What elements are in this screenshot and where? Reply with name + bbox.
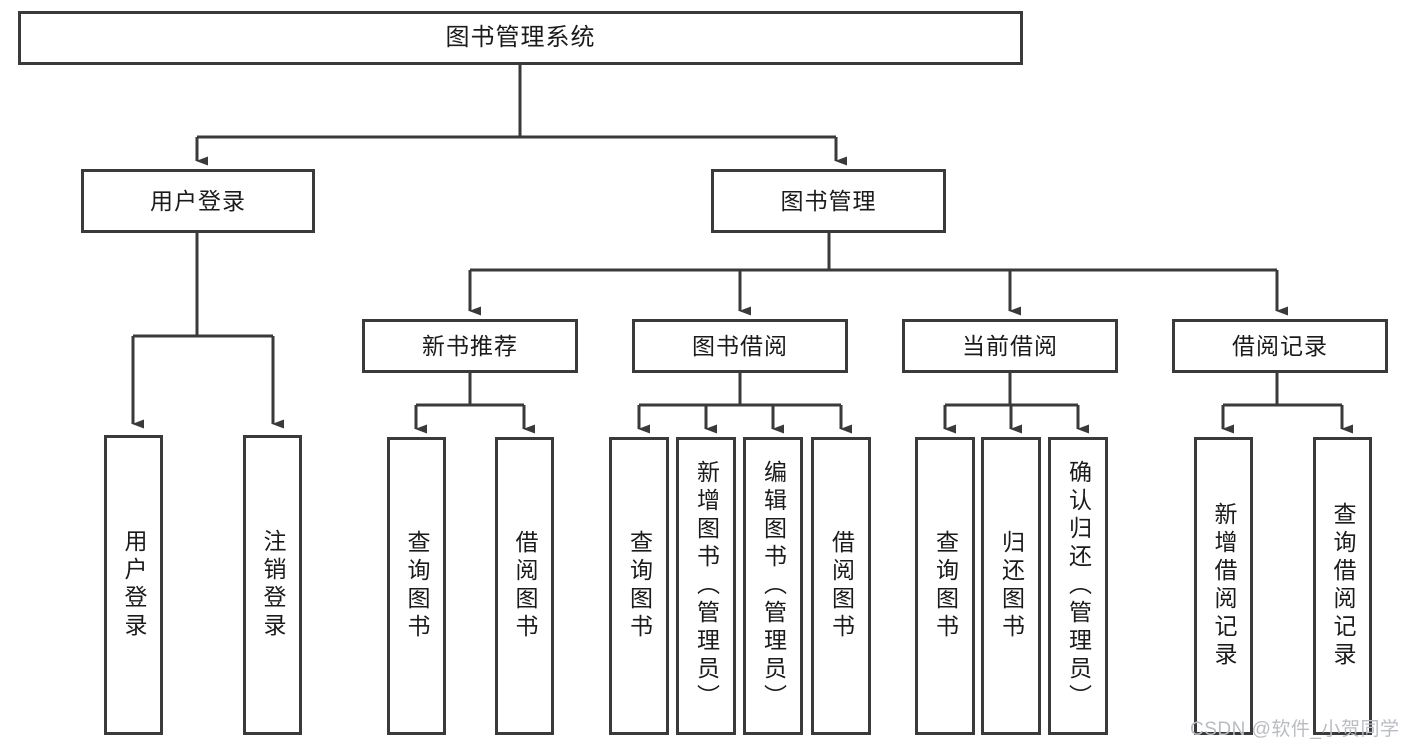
- node-label: 图书管理: [780, 187, 877, 214]
- node-label: 当前借阅: [962, 332, 1058, 359]
- node-label: 新书推荐: [422, 332, 518, 359]
- node-label: 借阅图书: [828, 530, 855, 642]
- node-current-borrow[interactable]: 当前借阅: [902, 319, 1118, 373]
- node-root-system[interactable]: 图书管理系统: [18, 11, 1023, 65]
- leaf-book-borrow-add-book-admin[interactable]: 新增图书（管理员）: [676, 437, 736, 735]
- node-new-book-recommend[interactable]: 新书推荐: [362, 319, 578, 373]
- node-label: 用户登录: [121, 529, 147, 641]
- node-label: 图书管理系统: [445, 24, 596, 52]
- node-label: 借阅图书: [512, 530, 538, 642]
- node-book-management[interactable]: 图书管理: [711, 169, 946, 233]
- node-book-borrow[interactable]: 图书借阅: [632, 319, 848, 373]
- node-label: 新增借阅记录: [1211, 502, 1237, 670]
- leaf-user-login-logout[interactable]: 注销登录: [243, 435, 302, 735]
- node-user-login[interactable]: 用户登录: [81, 169, 315, 233]
- node-label: 新增图书（管理员）: [693, 460, 720, 712]
- node-label: 注销登录: [260, 529, 286, 641]
- leaf-book-borrow-edit-book-admin[interactable]: 编辑图书（管理员）: [743, 437, 803, 735]
- leaf-user-login-login[interactable]: 用户登录: [104, 435, 163, 735]
- leaf-current-borrow-confirm-return-admin[interactable]: 确认归还（管理员）: [1048, 437, 1108, 735]
- leaf-borrow-record-query-record[interactable]: 查询借阅记录: [1313, 437, 1372, 735]
- node-label: 图书借阅: [692, 332, 788, 359]
- node-borrow-record[interactable]: 借阅记录: [1172, 319, 1388, 373]
- leaf-current-borrow-return-book[interactable]: 归还图书: [981, 437, 1041, 735]
- node-label: 查询图书: [404, 530, 430, 642]
- leaf-new-books-query-book[interactable]: 查询图书: [387, 437, 446, 735]
- leaf-current-borrow-query-book[interactable]: 查询图书: [915, 437, 975, 735]
- leaf-borrow-record-add-record[interactable]: 新增借阅记录: [1194, 437, 1253, 735]
- leaf-book-borrow-query-book[interactable]: 查询图书: [609, 437, 669, 735]
- node-label: 用户登录: [150, 187, 246, 214]
- watermark-text: CSDN @软件_小贺同学: [1190, 719, 1400, 740]
- node-label: 归还图书: [998, 530, 1025, 642]
- node-label: 查询图书: [626, 530, 653, 642]
- leaf-new-books-borrow-book[interactable]: 借阅图书: [495, 437, 554, 735]
- node-label: 查询借阅记录: [1330, 502, 1356, 670]
- node-label: 编辑图书（管理员）: [760, 460, 787, 712]
- node-label: 查询图书: [932, 530, 959, 642]
- node-label: 确认归还（管理员）: [1065, 460, 1092, 712]
- leaf-book-borrow-borrow-book[interactable]: 借阅图书: [811, 437, 871, 735]
- node-label: 借阅记录: [1232, 332, 1328, 359]
